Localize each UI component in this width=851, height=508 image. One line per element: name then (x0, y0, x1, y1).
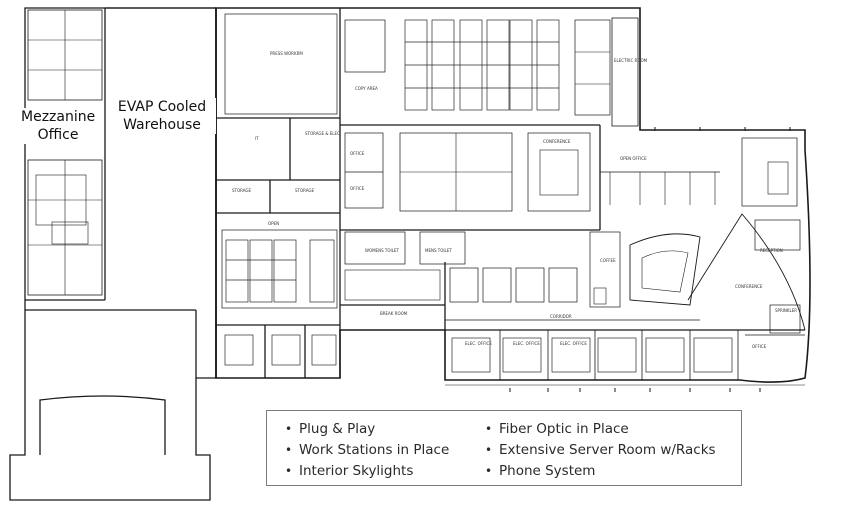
room-label-storage-elec: STORAGE & ELEC (305, 131, 340, 136)
room-label-sprinkler: SPRINKLER (775, 308, 797, 313)
room-label-elec-room: ELECTRIC ROOM (614, 58, 648, 63)
room-label-conference: CONFERENCE (543, 139, 571, 144)
room-label-break-room: BREAK ROOM (380, 311, 408, 316)
wall-line (451, 337, 491, 373)
room-label-reception: RECEPTION (760, 248, 783, 253)
wall-line (767, 161, 789, 195)
wall-line (645, 337, 685, 373)
wall-line (271, 334, 301, 366)
wall-line (344, 269, 441, 301)
mezzanine-office-label: Mezzanine Office (21, 108, 96, 144)
wall-line (687, 213, 806, 331)
wall-line (225, 239, 249, 303)
feature-item: Fiber Optic in Place (485, 419, 716, 440)
feature-item: Extensive Server Room w/Racks (485, 440, 716, 461)
wall-line (249, 239, 273, 303)
room-label-storage-2: STORAGE (295, 188, 315, 193)
wall-line (589, 231, 621, 308)
room-label-storage-1: STORAGE (232, 188, 252, 193)
building-shell-west (9, 7, 217, 501)
feature-item: Phone System (485, 461, 716, 482)
wall-line (597, 337, 637, 373)
wall-line (35, 174, 87, 226)
wall-line (741, 137, 798, 207)
room-label-elec-2: ELEC. OFFICE (513, 341, 540, 346)
wall-line (221, 229, 338, 309)
room-label-corridor: CORRIDOR (550, 314, 572, 319)
wall-line (224, 334, 254, 366)
wall-line (515, 267, 545, 303)
room-label-mens-toilet: MENS TOILET (425, 248, 452, 253)
wall-line (344, 132, 384, 209)
wall-line (769, 304, 801, 334)
feature-item: Interior Skylights (285, 461, 449, 482)
room-label-coffee: COFFEE (600, 258, 616, 263)
room-label-office-b: OFFICE (350, 186, 365, 191)
features-left-list: Plug & Play Work Stations in Place Inter… (285, 419, 449, 482)
wall-line (539, 149, 579, 196)
room-label-womens-toilet: WOMENS TOILET (365, 248, 399, 253)
building-shell-office (215, 7, 811, 383)
room-label-conference-2: CONFERENCE (735, 284, 763, 289)
room-label-office-c: OFFICE (752, 344, 767, 349)
wall-line (754, 219, 801, 251)
wall-line (311, 334, 337, 366)
feature-item: Work Stations in Place (285, 440, 449, 461)
room-label-open: OPEN (268, 221, 279, 226)
wall-line (39, 395, 166, 455)
wall-line (309, 239, 335, 303)
features-box: Plug & Play Work Stations in Place Inter… (266, 410, 742, 486)
wall-line (449, 267, 479, 303)
wall-line (502, 337, 542, 373)
wall-line (641, 250, 689, 293)
room-label-elec-3: ELEC. OFFICE (560, 341, 587, 346)
features-right-list: Fiber Optic in Place Extensive Server Ro… (485, 419, 716, 482)
wall-line (344, 231, 406, 265)
room-label-it: IT (255, 136, 259, 141)
wall-line (51, 221, 89, 245)
wall-line (527, 132, 591, 212)
wall-line (224, 13, 338, 115)
wall-line (629, 233, 701, 306)
room-label-open-office: OPEN OFFICE (620, 156, 647, 161)
wall-line (574, 19, 611, 116)
feature-item: Plug & Play (285, 419, 449, 440)
wall-line (273, 239, 297, 303)
room-label-office-a: OFFICE (350, 151, 365, 156)
wall-line (611, 17, 639, 127)
wall-line (693, 337, 733, 373)
wall-line (482, 267, 512, 303)
room-label-press: PRESS WORKRM (270, 51, 303, 56)
wall-line (419, 231, 466, 265)
room-label-copy: COPY AREA (355, 86, 378, 91)
wall-line (593, 287, 607, 305)
room-label-elec-1: ELEC. OFFICE (465, 341, 492, 346)
wall-line (551, 337, 591, 373)
warehouse-label: EVAP Cooled Warehouse (108, 98, 216, 134)
wall-line (548, 267, 578, 303)
wall-line (344, 19, 386, 73)
